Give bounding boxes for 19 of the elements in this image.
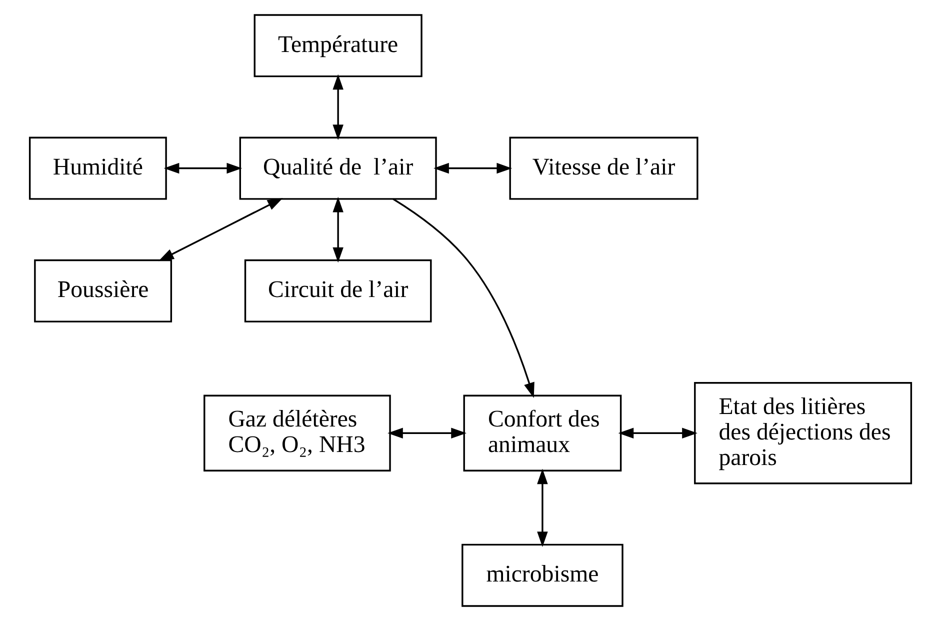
arrow — [388, 428, 466, 438]
node-box: Circuit de l’air — [244, 259, 432, 322]
arrow — [618, 428, 698, 438]
node-box: Confort des animaux — [463, 394, 622, 472]
node-box: Poussière — [34, 259, 172, 322]
arrow — [164, 162, 242, 174]
node-box: Etat des litières des déjections des parois — [694, 382, 912, 484]
node-box: Température — [254, 14, 422, 78]
node-box: Qualité de l’air — [239, 136, 437, 200]
node-box: Humidité — [28, 136, 167, 200]
node-box: Gaz délétères CO₂, O₂, NH3 — [204, 394, 391, 472]
node-box: Vitesse de l’air — [509, 136, 698, 200]
arrow — [332, 196, 344, 263]
arrow — [158, 198, 283, 262]
arrow — [332, 74, 344, 140]
arrow — [537, 468, 548, 547]
node-box: microbisme — [462, 544, 624, 607]
arrow — [434, 162, 512, 174]
arrow — [392, 198, 534, 398]
